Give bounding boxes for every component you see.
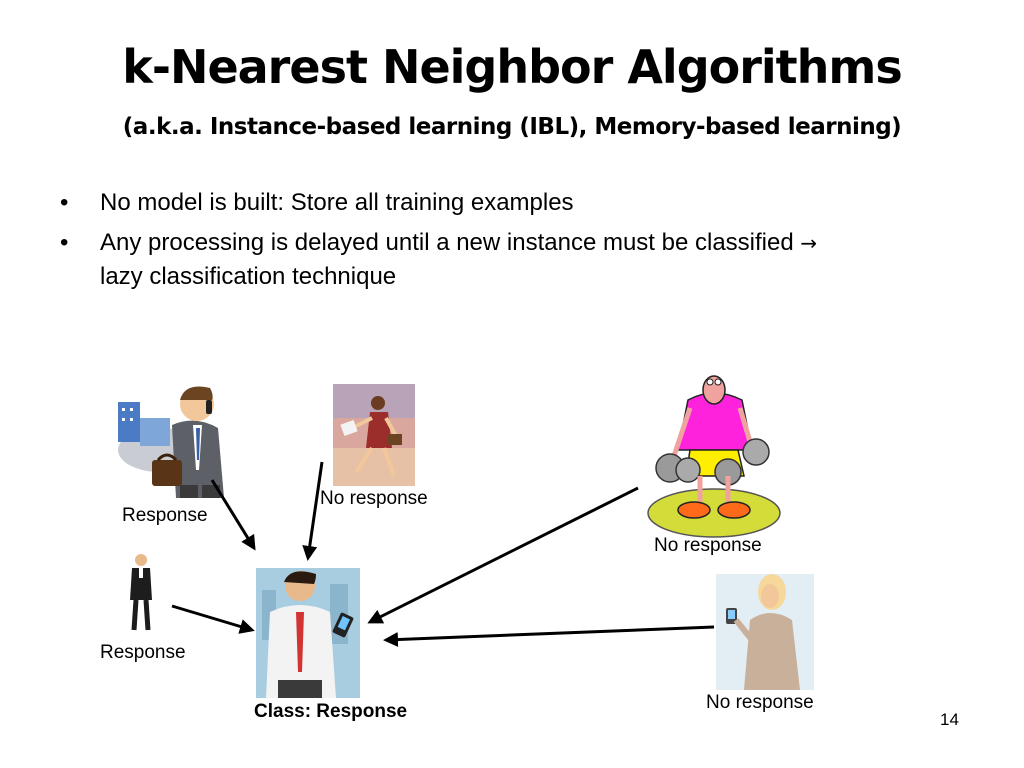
- right-arrow-icon: →: [800, 231, 818, 255]
- arrow-weightlifter-to-center: [367, 486, 639, 624]
- bullet-dot: •: [60, 189, 69, 216]
- arrow-small-man-to-center: [171, 604, 255, 634]
- bullet-item-2: • Any processing is delayed until a new …: [60, 226, 980, 293]
- weightlifter-cartoon-illustration: [647, 375, 781, 538]
- label-businessman: Response: [122, 505, 208, 526]
- businessman-with-phone-illustration: [118, 386, 224, 498]
- label-center-class: Class: Response: [254, 701, 408, 722]
- arrow-businessman-to-center: [210, 479, 256, 551]
- small-man-in-suit-illustration: [130, 554, 152, 631]
- arrow-woman-running-to-center: [302, 461, 324, 561]
- slide-title: k-Nearest Neighbor Algorithms: [122, 40, 902, 94]
- label-woman-phone: No response: [706, 692, 814, 713]
- label-weightlifter: No response: [654, 535, 762, 556]
- slide-subtitle: (a.k.a. Instance-based learning (IBL), M…: [122, 114, 902, 140]
- arrow-woman-phone-to-center: [383, 625, 715, 648]
- arrows: [171, 461, 715, 648]
- bullet-list: • No model is built: Store all training …: [60, 186, 980, 300]
- woman-with-phone-illustration: [716, 574, 814, 690]
- label-woman-running: No response: [320, 488, 428, 509]
- center-businessman-with-phone-illustration: [256, 568, 360, 698]
- bullet-text: Any processing is delayed until a new in…: [100, 229, 794, 256]
- bullet-dot: •: [60, 229, 69, 256]
- bullet-item-1: • No model is built: Store all training …: [60, 186, 980, 219]
- bullet-text: No model is built: Store all training ex…: [100, 189, 574, 216]
- label-small-man: Response: [100, 642, 186, 663]
- bullet-continuation: lazy classification technique: [100, 263, 397, 290]
- woman-running-illustration: [333, 384, 415, 486]
- page-number: 14: [940, 710, 959, 729]
